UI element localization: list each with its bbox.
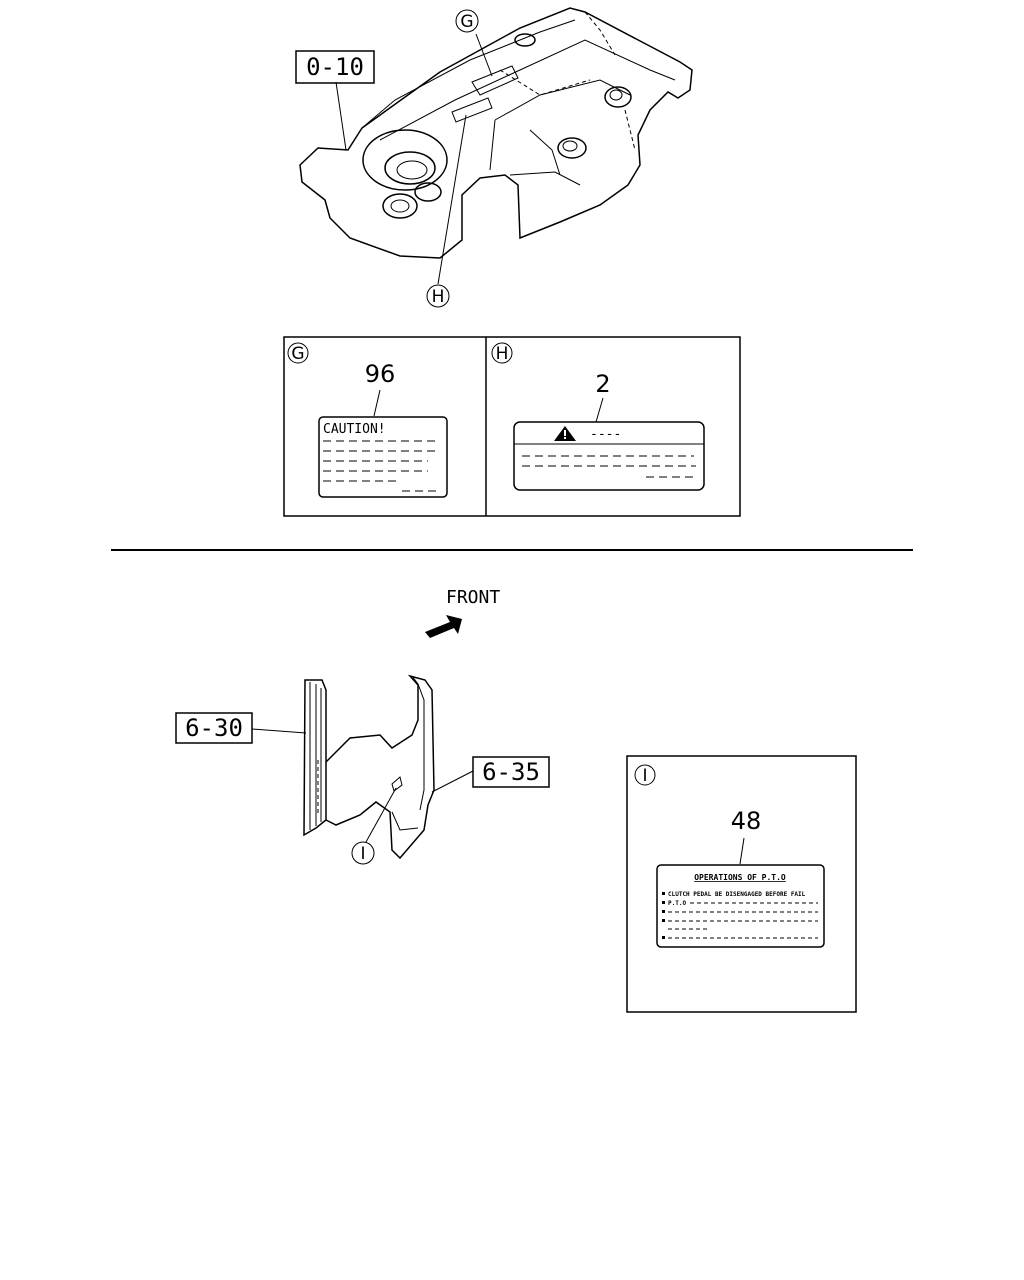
detail-box-i [626, 755, 857, 1013]
rail-assembly-drawing [251, 674, 474, 860]
label-g-part-number: 96 [365, 360, 396, 388]
caution-label-text: CAUTION! [323, 422, 386, 437]
part-ref-6-30: 6-30 [185, 714, 243, 742]
detail-i-callout-letter: I [642, 766, 647, 786]
label-h-part-number: 2 [595, 370, 610, 398]
label-h-leader [595, 397, 604, 423]
label-i-part-number: 48 [731, 807, 762, 835]
pto-label-title: OPERATIONS OF P.T.O [694, 873, 786, 882]
warning-label [513, 421, 705, 491]
callout-h-letter: H [432, 287, 445, 307]
detail-g-callout-letter: G [291, 344, 304, 364]
pto-label-line1: CLUTCH PEDAL BE DISENGAGED BEFORE FAIL [668, 891, 806, 898]
label-g-leader [373, 389, 381, 417]
caution-label-text-lines [323, 440, 440, 492]
part-ref-6-30-box [175, 712, 253, 744]
caution-label [318, 416, 448, 498]
pto-label-bullets [662, 892, 665, 939]
warning-label-text-lines [522, 455, 696, 478]
detail-g-callout-circle [287, 342, 309, 364]
detail-h-callout-letter: H [496, 344, 509, 364]
callout-g-circle [455, 9, 479, 33]
detail-i-callout-circle [634, 764, 656, 786]
callout-h-circle [426, 284, 450, 308]
callout-i-circle [351, 841, 375, 865]
front-arrow-icon [425, 615, 462, 638]
part-ref-6-35-box [472, 756, 550, 788]
warning-triangle-icon [554, 426, 576, 441]
front-label: FRONT [446, 587, 500, 608]
pto-label-line2: P.T.O [668, 900, 686, 907]
part-ref-0-10: 0-10 [306, 53, 364, 81]
callout-g-letter: G [460, 12, 473, 32]
crossmember-drawing [299, 7, 693, 285]
detail-box-gh [283, 336, 741, 517]
part-ref-6-35: 6-35 [482, 758, 540, 786]
part-ref-0-10-box [295, 50, 375, 84]
callout-i-letter: I [360, 844, 365, 864]
detail-h-callout-circle [491, 342, 513, 364]
label-i-leader [739, 837, 745, 865]
pto-label-text-lines [668, 902, 818, 939]
warning-label-header-text: ---- [590, 427, 621, 442]
pto-operations-label [656, 864, 825, 948]
